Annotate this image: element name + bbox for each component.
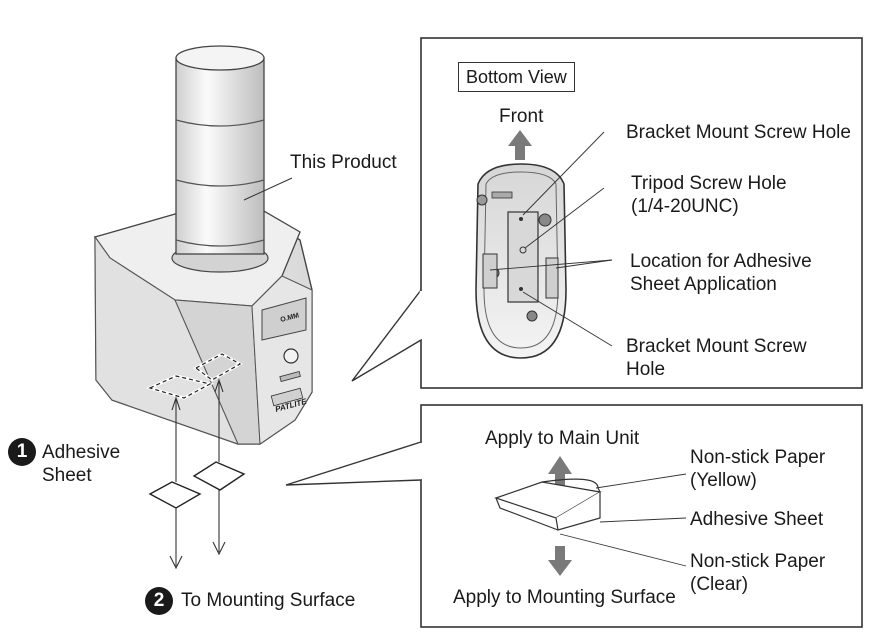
bottom-view-callout	[351, 37, 863, 389]
product-leader-line	[243, 177, 293, 201]
bracket-hole-bottom-icon	[519, 287, 523, 291]
step-1-line2: Sheet	[42, 465, 92, 486]
bracket-hole-bottom-line1: Bracket Mount Screw	[626, 336, 807, 357]
bracket-hole-top-label: Bracket Mount Screw Hole	[626, 122, 851, 143]
tripod-hole-label: Tripod Screw Hole (1/4-20UNC)	[631, 172, 787, 218]
device-badge: O.MM	[280, 312, 300, 324]
paper-clear-line1: Non-stick Paper	[690, 551, 826, 572]
apply-main-arrow-icon	[548, 456, 572, 486]
apply-surface-arrow-icon	[548, 546, 572, 576]
step-2-badge: 2	[145, 587, 173, 615]
apply-main-label: Apply to Main Unit	[485, 428, 640, 449]
bottom-view-title: Bottom View	[458, 62, 575, 92]
step-1-line1: Adhesive	[42, 442, 121, 463]
tripod-hole-icon	[519, 246, 527, 254]
adhesive-location-line1: Location for Adhesive	[630, 251, 812, 272]
apply-surface-label: Apply to Mounting Surface	[453, 587, 676, 608]
signal-tower-icon	[175, 45, 265, 255]
adhesive-location-label: Location for Adhesive Sheet Application	[630, 250, 812, 296]
tripod-hole-line2: (1/4-20UNC)	[631, 196, 739, 217]
tripod-hole-line1: Tripod Screw Hole	[631, 173, 787, 194]
device-button-icon	[283, 348, 299, 364]
product-device: O.MM PATLITE	[93, 45, 313, 445]
paper-yellow-label: Non-stick Paper (Yellow)	[690, 446, 825, 492]
step-1-badge: 1	[8, 438, 36, 466]
this-product-label: This Product	[290, 152, 397, 173]
paper-yellow-line1: Non-stick Paper	[690, 447, 826, 468]
front-arrow-icon	[508, 130, 532, 160]
paper-yellow-line2: (Yellow)	[690, 470, 757, 491]
bracket-hole-bottom-line2: Hole	[626, 359, 666, 380]
sheet-detail-callout	[285, 404, 863, 628]
bracket-hole-bottom-label: Bracket Mount Screw Hole	[626, 335, 807, 381]
adhesive-location-line2: Sheet Application	[630, 274, 777, 295]
adhesive-sheets	[148, 461, 246, 509]
step-1-label: Adhesive Sheet	[42, 441, 120, 487]
paper-clear-label: Non-stick Paper (Clear)	[690, 550, 825, 596]
adhesive-sheet-label: Adhesive Sheet	[690, 509, 824, 530]
mounting-arrows	[169, 378, 226, 570]
step-2-label: To Mounting Surface	[181, 590, 356, 611]
bracket-hole-top-icon	[519, 217, 523, 221]
paper-clear-line2: (Clear)	[690, 574, 749, 595]
front-label: Front	[499, 106, 544, 127]
